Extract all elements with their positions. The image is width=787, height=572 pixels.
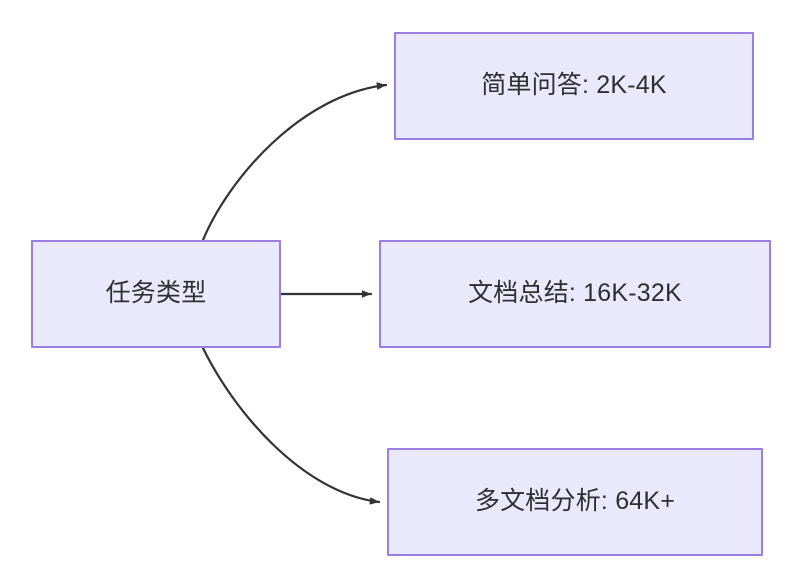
node-task-type[interactable]: 任务类型 [31, 240, 281, 348]
node-simple-qa[interactable]: 简单问答: 2K-4K [394, 32, 754, 140]
node-label-task-type: 任务类型 [105, 279, 207, 308]
node-label-document-summary: 文档总结: 16K-32K [468, 279, 682, 308]
edge-root-to-child-2 [201, 346, 381, 505]
node-label-simple-qa: 简单问答: 2K-4K [481, 71, 667, 100]
node-document-summary[interactable]: 文档总结: 16K-32K [379, 240, 771, 348]
edge-root-to-child-0 [201, 82, 388, 242]
node-multi-document-analysis[interactable]: 多文档分析: 64K+ [387, 448, 763, 556]
node-label-multi-document-analysis: 多文档分析: 64K+ [474, 487, 676, 516]
